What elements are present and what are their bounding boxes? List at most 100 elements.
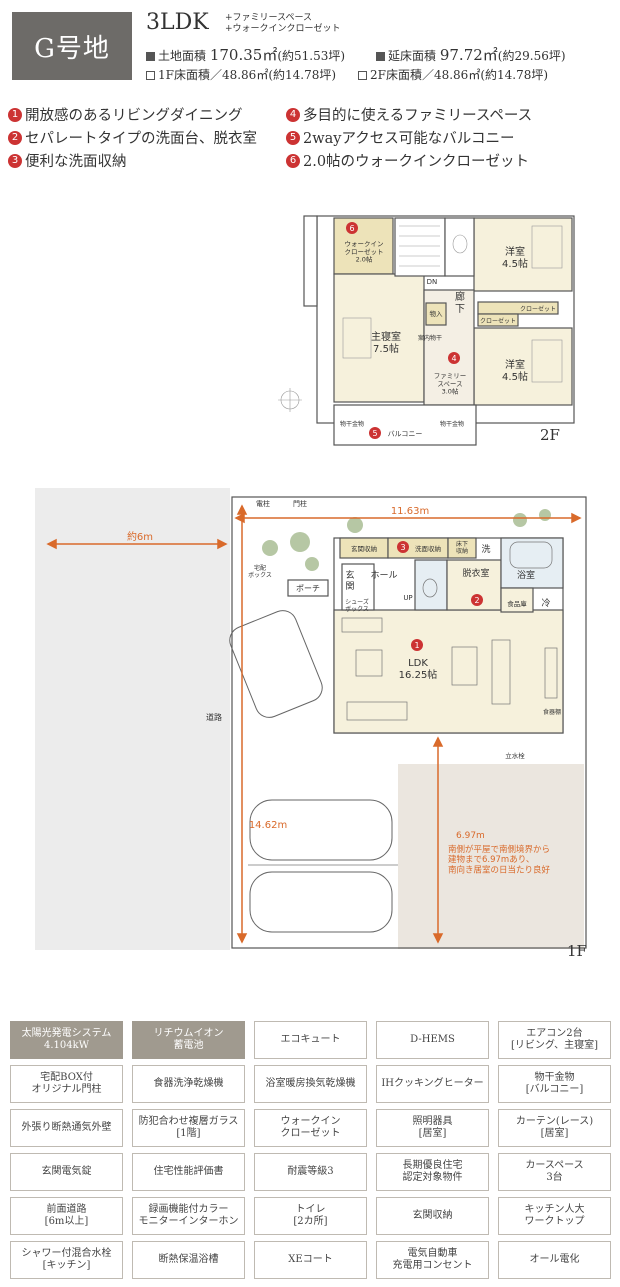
bathroom [500, 537, 564, 589]
square-outline-icon [358, 71, 367, 80]
amenity-cell: キッチン人大 ワークトップ [498, 1197, 611, 1235]
land-area: 土地面積 170.35㎡(約51.53坪) [146, 44, 345, 65]
amenity-cell: 玄関電気錠 [10, 1153, 123, 1191]
bed-master [342, 317, 372, 359]
marker-2 [471, 594, 483, 606]
amenity-cell: 耐震等級3 [254, 1153, 367, 1191]
plan-option: +ウォークインクローゼット [225, 24, 341, 34]
bed-west-1 [531, 225, 563, 269]
depth-dim: 14.62m [249, 820, 287, 831]
cupboard [544, 647, 558, 699]
closet-2 [477, 313, 519, 327]
svg-text:2: 2 [474, 596, 479, 605]
amenity-cell: 照明器具 [居室] [376, 1109, 489, 1147]
stairs-note: 案内物干 [418, 334, 442, 342]
plan-option: +ファミリースペース [225, 13, 313, 23]
electric-label: 電柱 [256, 499, 270, 508]
pantry [500, 587, 534, 613]
road-dim: 約6m [127, 530, 153, 543]
stair-area [394, 217, 446, 277]
square-outline-icon [146, 71, 155, 80]
entrance-label: 玄関 [345, 569, 354, 592]
amenity-cell: トイレ [2カ所] [254, 1197, 367, 1235]
svg-text:4: 4 [451, 354, 456, 363]
balcony-label: バルコニー [388, 430, 423, 438]
toilet-bowl [452, 234, 468, 254]
svg-text:1: 1 [414, 641, 419, 650]
master-bedroom [333, 273, 425, 403]
dimension-lines [46, 504, 582, 944]
plan-options: +ファミリースペース +ウォークインクローゼット [225, 13, 341, 35]
amenity-cell: 太陽光発電システム 4.104kW [10, 1021, 123, 1059]
toilet-1f [414, 559, 448, 611]
wash-label: 洗 [481, 543, 490, 555]
amenity-cell: 防犯合わせ複層ガラス [1階] [132, 1109, 245, 1147]
living-table [355, 649, 383, 677]
under-floor-label: 床下収納 [456, 540, 468, 555]
car-1 [229, 610, 323, 718]
marker-4 [448, 352, 460, 364]
amenity-cell: エアコン2台 [リビング、主寝室] [498, 1021, 611, 1059]
shoes-label: シューズボックス [345, 598, 369, 613]
svg-text:5: 5 [372, 429, 377, 438]
dryer2-label: 物干金物 [440, 420, 464, 428]
marker-3 [397, 541, 409, 553]
square-icon [146, 52, 155, 61]
closet2-label: クローゼット [480, 317, 516, 325]
kitchen-counter [491, 639, 511, 705]
storage-2f [425, 302, 447, 326]
western-room-2 [473, 327, 573, 406]
square-icon [376, 52, 385, 61]
hall-label: ホール [370, 570, 397, 581]
garden-plants [262, 509, 551, 571]
amenity-cell: エコキュート [254, 1021, 367, 1059]
amenity-cell: 長期優良住宅 認定対象物件 [376, 1153, 489, 1191]
bath-label: 浴室 [517, 569, 535, 581]
amenity-cell: 録画機能付カラー モニターインターホン [132, 1197, 245, 1235]
western-room-1 [473, 217, 573, 292]
fridge-label: 冷 [541, 597, 550, 609]
ldk-room [333, 609, 564, 734]
bed-west-2 [531, 339, 563, 383]
lot-badge: G号地 [12, 12, 132, 80]
amenity-cell: 前面道路 [6m以上] [10, 1197, 123, 1235]
floor1-area: 1F床面積／48.86㎡(約14.78坪) [146, 66, 336, 83]
amenity-cell: 外張り断熱通気外壁 [10, 1109, 123, 1147]
lot-label: G号地 [34, 33, 110, 64]
entry-storage-label: 玄関収納 [351, 544, 377, 553]
car-2 [249, 799, 393, 861]
entrance [341, 563, 375, 611]
road-area [35, 488, 230, 950]
balcony [333, 404, 477, 446]
amenity-cell: 食器洗浄乾燥機 [132, 1065, 245, 1103]
south-note: 南側が平屋で南側境界から建物まで6.97mあり、南向き居室の日当たり良好 [448, 844, 551, 875]
plan-type: 3LDK [146, 10, 209, 35]
side-balcony [303, 215, 318, 307]
up-label: UP [403, 594, 412, 602]
closet1-label: クローゼット [520, 305, 556, 313]
pantry-label: 食品庫 [507, 599, 527, 608]
amenity-cell: IHクッキングヒーター [376, 1065, 489, 1103]
road-label: 道路 [206, 712, 222, 722]
marker-6 [346, 222, 358, 234]
amenity-cell: 電気自動車 充電用コンセント [376, 1241, 489, 1279]
svg-text:6: 6 [349, 224, 354, 233]
dryer1-label: 物干金物 [340, 420, 364, 428]
marker-1 [411, 639, 423, 651]
amenity-cell: シャワー付混合水栓 [キッチン] [10, 1241, 123, 1279]
floor-area: 延床面積 97.72㎡(約29.56坪) [376, 44, 566, 65]
rack-label: 食器棚 [543, 708, 561, 716]
lot-boundary [231, 496, 587, 949]
amenity-cell: リチウムイオン 蓄電池 [132, 1021, 245, 1059]
hall-label: 廊下 [455, 290, 465, 315]
